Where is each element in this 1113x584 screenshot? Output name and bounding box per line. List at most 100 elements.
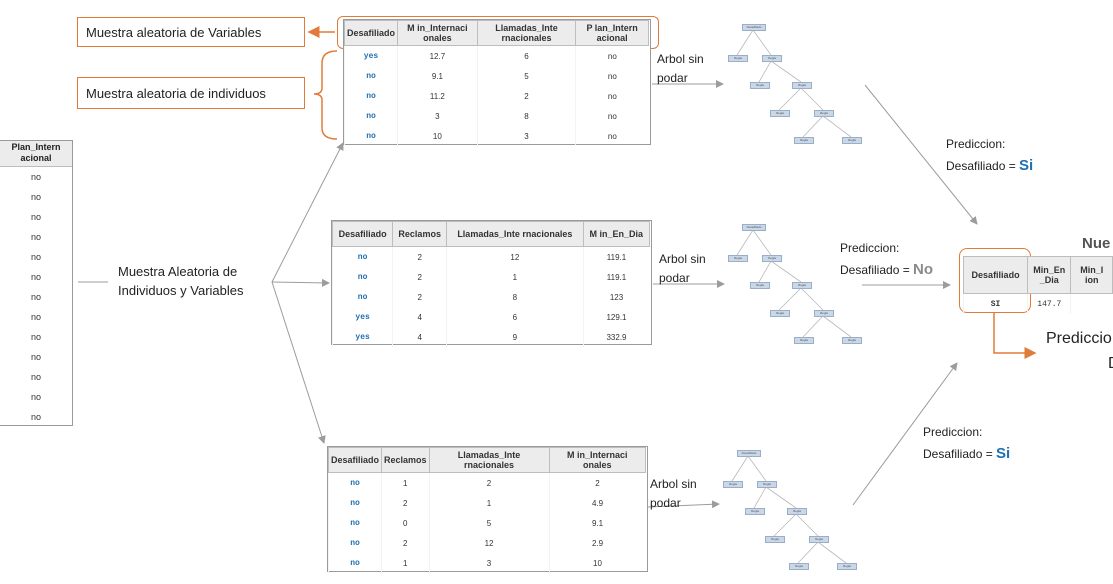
left-table-cell: no xyxy=(30,172,41,182)
table-cell: 12 xyxy=(428,533,550,553)
table-cell: 12 xyxy=(446,246,584,267)
prediction-1: Prediccion: Desafiliado = Si xyxy=(946,133,1033,177)
final-arrow xyxy=(993,312,1037,359)
table-cell: 2 xyxy=(392,287,447,307)
callout-individuos: Muestra aleatoria de individuos xyxy=(77,77,305,109)
table-cell: 9.1 xyxy=(548,513,646,533)
tree-edge xyxy=(822,115,852,138)
left-table-cell: no xyxy=(30,372,41,382)
tree-node: Regla xyxy=(787,508,807,515)
prediction-1-field: Desafiliado = xyxy=(946,159,1020,173)
column-header: Llamadas_Inte rnacionales xyxy=(446,221,584,247)
table-cell: 9.1 xyxy=(397,66,478,86)
tree-edge xyxy=(795,513,819,537)
left-table-cell: no xyxy=(30,192,41,202)
table-cell: no xyxy=(575,106,649,126)
tree-root-node: Desafiliado xyxy=(737,450,761,457)
tree-edges xyxy=(731,455,847,564)
column-header: Reclamos xyxy=(381,447,430,473)
column-header: Desafiliado xyxy=(331,221,394,247)
prediction-2-value: No xyxy=(913,261,934,278)
prediction-2-label: Prediccion: xyxy=(840,241,900,255)
arbol-label-3: Arbol sin podar xyxy=(650,477,697,510)
table-cell: 3 xyxy=(476,126,576,146)
tree-node: Regla xyxy=(750,82,770,89)
target-cell: no xyxy=(327,493,382,513)
column-header: Desafiliado xyxy=(343,20,399,46)
prediction-2: Prediccion: Desafiliado = No xyxy=(840,237,933,281)
table-cell: no xyxy=(575,45,649,66)
tree-node: Regla xyxy=(794,337,814,344)
table-cell: 2 xyxy=(392,246,447,267)
final-prediction-line2: D xyxy=(1108,355,1113,373)
individuos-bracket xyxy=(313,50,338,140)
table-cell: 1 xyxy=(446,267,584,287)
tree-node: Regla xyxy=(842,137,862,144)
new-record-value-min-internacional xyxy=(1070,293,1113,314)
target-cell: yes xyxy=(331,327,393,347)
prediction-1-label: Prediccion: xyxy=(946,137,1006,151)
left-table-cell: no xyxy=(30,312,41,322)
arrow-tree3-to-result xyxy=(852,362,958,506)
column-header: P lan_Intern acional xyxy=(575,20,649,46)
tree-node: Regla xyxy=(762,255,782,262)
tree-edges xyxy=(736,229,852,338)
tree-node: Regla xyxy=(745,508,765,515)
tree-edge xyxy=(800,287,824,311)
tree-edge xyxy=(773,513,797,537)
tree-edge xyxy=(758,60,772,83)
target-cell: no xyxy=(327,472,382,493)
tree-edge xyxy=(736,229,754,256)
table-cell: 2 xyxy=(381,533,430,553)
tree-edge xyxy=(778,87,802,111)
tree-root-node: Desafiliado xyxy=(742,224,766,231)
prediction-3-label: Prediccion: xyxy=(923,425,983,439)
table-cell: 4 xyxy=(392,307,447,327)
tree-edge xyxy=(752,29,772,56)
new-record-table: Desafiliado Min_En _Dia Min_I ion SI 147… xyxy=(962,256,1113,314)
tree-node: Regla xyxy=(842,337,862,344)
table-cell: 2 xyxy=(392,267,447,287)
new-record-value-min-en-dia: 147.7 xyxy=(1027,293,1071,314)
tree-node: Regla xyxy=(792,282,812,289)
table-cell: 3 xyxy=(397,106,478,126)
table-cell: 6 xyxy=(446,307,584,327)
new-record-header-min-internacional: Min_I ion xyxy=(1070,256,1113,294)
table-cell: 119.1 xyxy=(582,246,650,267)
new-record-value-desafiliado: SI xyxy=(962,293,1028,314)
arrow-to-table-3 xyxy=(271,281,326,444)
tree-edge xyxy=(822,315,852,338)
table-cell: 10 xyxy=(548,553,646,573)
tree-edge xyxy=(747,455,767,482)
tree-node: Regla xyxy=(770,310,790,317)
callout-variables: Muestra aleatoria de Variables xyxy=(77,17,305,47)
tree-node: Regla xyxy=(728,55,748,62)
table-cell: 6 xyxy=(476,45,576,66)
arbol-label-1: Arbol sin podar xyxy=(657,52,704,85)
tree-node: Regla xyxy=(728,255,748,262)
left-table-cell: no xyxy=(30,412,41,422)
left-table-cell: no xyxy=(30,292,41,302)
target-cell: no xyxy=(343,106,398,126)
table-cell: 5 xyxy=(476,66,576,86)
tree-edge xyxy=(800,87,824,111)
arbol-label-2: Arbol sin podar xyxy=(659,252,706,285)
left-table-cell: no xyxy=(30,272,41,282)
target-cell: no xyxy=(327,553,382,573)
target-cell: no xyxy=(331,287,393,307)
target-cell: yes xyxy=(343,45,398,66)
tree-node: Regla xyxy=(750,282,770,289)
tree-root-node: Desafiliado xyxy=(742,24,766,31)
column-header: Llamadas_Inte rnacionales xyxy=(428,447,550,473)
table-cell: 4.9 xyxy=(548,493,646,513)
